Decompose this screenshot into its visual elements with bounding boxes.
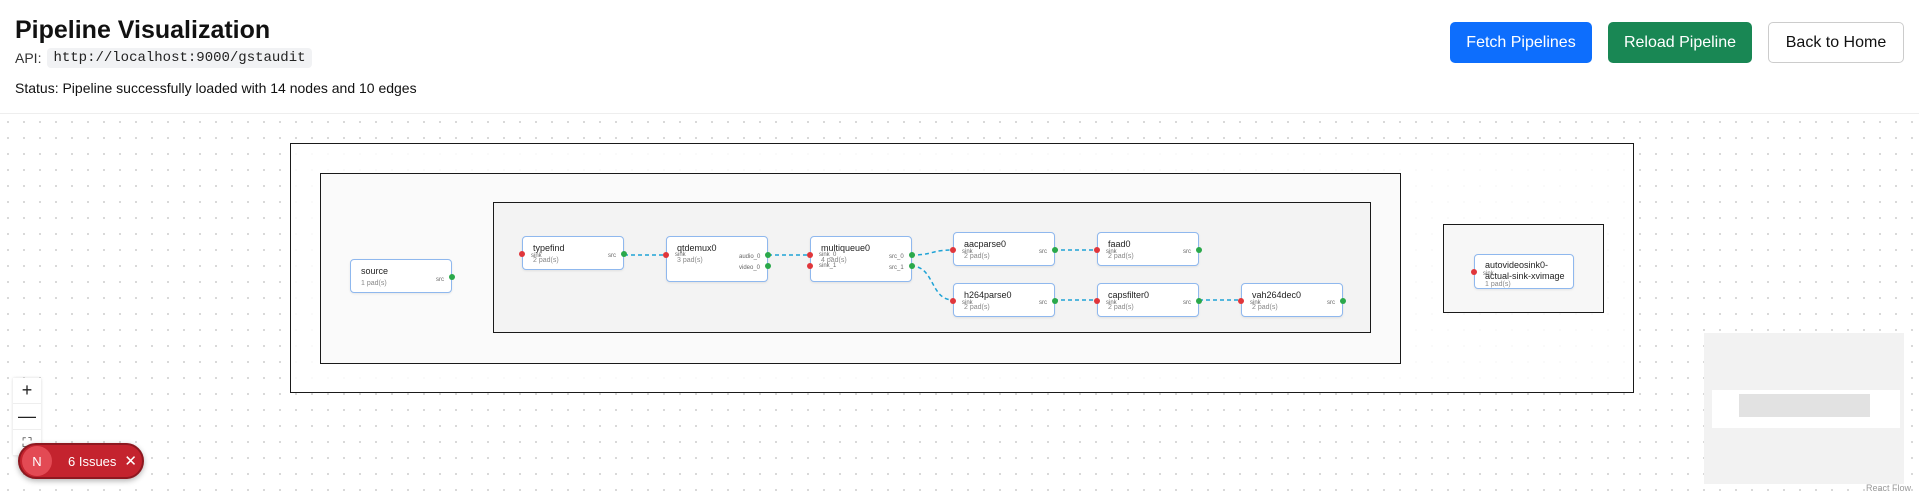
zoom-in-button[interactable]: + bbox=[13, 378, 41, 404]
demux-decode-group[interactable] bbox=[493, 202, 1371, 333]
edge-multiqueue0-h264parse0 bbox=[910, 265, 954, 301]
minimap[interactable] bbox=[1704, 333, 1904, 484]
audio-pad-handle[interactable] bbox=[765, 252, 771, 258]
pad-label: sink bbox=[1106, 300, 1117, 306]
sink-pad-handle[interactable] bbox=[1238, 298, 1244, 304]
sink-pad-handle[interactable] bbox=[663, 252, 669, 258]
edge-multiqueue0-aacparse0 bbox=[910, 249, 954, 256]
pad-label: sink bbox=[1106, 249, 1117, 255]
node-pad-count: 2 pad(s) bbox=[1108, 304, 1134, 311]
back-to-home-button[interactable]: Back to Home bbox=[1768, 22, 1904, 63]
node-name: vah264dec0 bbox=[1252, 290, 1302, 300]
pad-label: video_0 bbox=[739, 265, 761, 271]
page-header: Pipeline Visualization API: http://local… bbox=[0, 0, 1919, 113]
node-source[interactable]: source 1 pad(s) src bbox=[350, 259, 455, 293]
node-pad-count: 2 pad(s) bbox=[1108, 253, 1134, 260]
zoom-out-button[interactable]: — bbox=[13, 404, 41, 430]
issues-count: 6 Issues bbox=[68, 453, 117, 469]
sink-pad-handle[interactable] bbox=[519, 251, 525, 257]
node-pad-count: 1 pad(s) bbox=[1485, 281, 1511, 288]
pad-label: src bbox=[1327, 300, 1335, 306]
src-pad-handle[interactable] bbox=[1052, 298, 1058, 304]
node-name: autovideosink0-actual-sink-xvimage bbox=[1485, 260, 1565, 281]
sink-pad-handle[interactable] bbox=[950, 247, 956, 253]
node-vah264dec0[interactable]: vah264dec0 2 pad(s) sink src bbox=[1238, 283, 1346, 317]
node-name: typefind bbox=[533, 243, 565, 253]
node-name: capsfilter0 bbox=[1108, 290, 1150, 300]
pad-label: src_0 bbox=[889, 254, 904, 260]
node-pad-count: 2 pad(s) bbox=[533, 257, 559, 264]
src-pad-handle[interactable] bbox=[909, 263, 915, 269]
src-pad-handle[interactable] bbox=[1196, 247, 1202, 253]
minimap-node bbox=[1739, 394, 1870, 417]
src-pad-handle[interactable] bbox=[1340, 298, 1346, 304]
react-flow-attribution[interactable]: React Flow bbox=[1866, 483, 1912, 493]
src-pad-handle[interactable] bbox=[1196, 298, 1202, 304]
pad-label: sink_0 bbox=[819, 252, 837, 258]
pad-label: sink bbox=[1250, 300, 1261, 306]
pad-label: sink bbox=[962, 249, 973, 255]
node-capsfilter0[interactable]: capsfilter0 2 pad(s) sink src bbox=[1094, 283, 1202, 317]
node-name: qtdemux0 bbox=[677, 243, 717, 253]
pad-label: src_1 bbox=[889, 265, 904, 271]
issues-toast[interactable]: N 6 Issues ✕ bbox=[18, 443, 144, 479]
pad-label: sink_1 bbox=[819, 263, 837, 269]
src-pad-handle[interactable] bbox=[449, 274, 455, 280]
node-name: faad0 bbox=[1108, 239, 1131, 249]
node-pad-count: 2 pad(s) bbox=[964, 304, 990, 311]
nextjs-logo-icon: N bbox=[22, 446, 52, 476]
status-text: Status: Pipeline successfully loaded wit… bbox=[15, 80, 417, 96]
close-icon[interactable]: ✕ bbox=[124, 453, 137, 470]
node-pad-count: 2 pad(s) bbox=[1252, 304, 1278, 311]
node-pad-count: 2 pad(s) bbox=[964, 253, 990, 260]
api-row: API: http://localhost:9000/gstaudit bbox=[15, 48, 312, 68]
node-name: source bbox=[361, 266, 389, 276]
pad-label: src bbox=[1039, 249, 1047, 255]
node-pad-count: 1 pad(s) bbox=[361, 280, 387, 287]
pad-label: sink bbox=[1483, 271, 1494, 277]
sink-pad-handle[interactable] bbox=[807, 263, 813, 269]
node-typefind[interactable]: typefind 2 pad(s) sink src bbox=[519, 236, 627, 270]
node-name: multiqueue0 bbox=[821, 243, 871, 253]
fetch-pipelines-button[interactable]: Fetch Pipelines bbox=[1450, 22, 1592, 63]
node-pad-count: 4 pad(s) bbox=[821, 257, 847, 264]
node-h264parse0[interactable]: h264parse0 2 pad(s) sink src bbox=[950, 283, 1058, 317]
node-pad-count: 3 pad(s) bbox=[677, 257, 703, 264]
sink-pad-handle[interactable] bbox=[1471, 269, 1477, 275]
api-url: http://localhost:9000/gstaudit bbox=[47, 48, 312, 68]
sink-pad-handle[interactable] bbox=[807, 252, 813, 258]
sink-pad-handle[interactable] bbox=[950, 298, 956, 304]
pad-label: sink bbox=[675, 252, 686, 258]
pad-label: src bbox=[1183, 249, 1191, 255]
node-aacparse0[interactable]: aacparse0 2 pad(s) sink src bbox=[950, 232, 1058, 266]
node-name: h264parse0 bbox=[964, 290, 1012, 300]
pad-label: sink bbox=[531, 253, 542, 259]
node-multiqueue0[interactable]: multiqueue0 4 pad(s) sink_0 sink_1 src_0… bbox=[807, 236, 915, 282]
pad-label: src bbox=[436, 277, 444, 283]
reload-pipeline-button[interactable]: Reload Pipeline bbox=[1608, 22, 1752, 63]
src-pad-handle[interactable] bbox=[1052, 247, 1058, 253]
pad-label: src bbox=[1039, 300, 1047, 306]
pad-label: src bbox=[608, 253, 616, 259]
sink-pad-handle[interactable] bbox=[1094, 298, 1100, 304]
sink-pad-handle[interactable] bbox=[1094, 247, 1100, 253]
pad-label: src bbox=[1183, 300, 1191, 306]
api-label: API: bbox=[15, 50, 42, 66]
video-pad-handle[interactable] bbox=[765, 263, 771, 269]
node-name: aacparse0 bbox=[964, 239, 1007, 249]
page-title: Pipeline Visualization bbox=[15, 16, 271, 44]
src-pad-handle[interactable] bbox=[909, 252, 915, 258]
node-faad0[interactable]: faad0 2 pad(s) sink src bbox=[1094, 232, 1202, 266]
node-qtdemux0[interactable]: qtdemux0 3 pad(s) sink audio_0 video_0 bbox=[663, 236, 771, 282]
pad-label: sink bbox=[962, 300, 973, 306]
src-pad-handle[interactable] bbox=[621, 251, 627, 257]
pad-label: audio_0 bbox=[739, 254, 761, 260]
node-autovideosink0[interactable]: autovideosink0-actual-sink-xvimage 1 pad… bbox=[1471, 254, 1574, 289]
